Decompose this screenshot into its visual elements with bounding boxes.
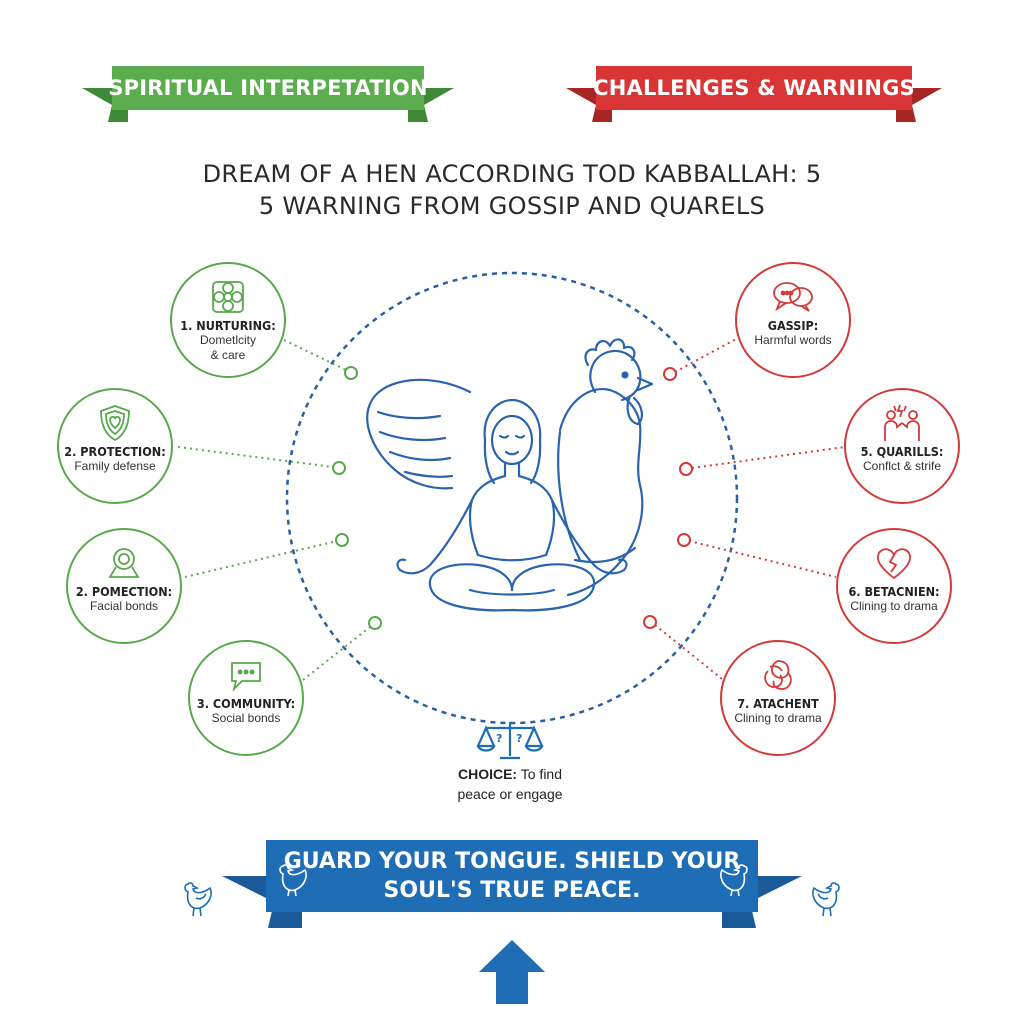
node-community: 3. COMMUNITY: Social bonds xyxy=(188,640,304,756)
balance-scale-icon: ? ? xyxy=(476,722,544,760)
arguing-people-icon xyxy=(880,404,924,442)
node-heading: 3. COMMUNITY: xyxy=(196,696,296,711)
node-dot-pomection xyxy=(335,533,349,547)
page-title-line1: DREAM OF A HEN ACCORDING TOD KABBALLAH: … xyxy=(202,160,822,188)
node-gassip: GASSIP: Harmful words xyxy=(735,262,851,378)
ribbon-label: SPIRITUAL INTERPETATION xyxy=(108,76,428,100)
connector-community xyxy=(302,626,371,681)
node-description: Dometlcity xyxy=(199,333,256,347)
location-pin-icon xyxy=(104,544,144,582)
node-dot-protection xyxy=(332,461,346,475)
node-dot-atachent xyxy=(643,615,657,629)
node-description: Family defense xyxy=(74,459,156,473)
node-heading: 6. BETACNIEN: xyxy=(848,584,940,599)
node-betacnien: 6. BETACNIEN: Clining to drama xyxy=(836,528,952,644)
connector-protection xyxy=(177,446,334,468)
node-description: Harmful words xyxy=(754,333,832,347)
ribbon-line1: GUARD YOUR TONGUE. SHIELD YOUR xyxy=(283,849,741,874)
ribbon-shape xyxy=(566,66,942,122)
choice-section: ? ? CHOICE: To find peace or engage xyxy=(430,718,590,804)
shield-heart-icon xyxy=(97,404,133,442)
node-heading: 2. POMECTION: xyxy=(75,584,173,599)
speech-bubble-icon xyxy=(226,656,266,694)
ribbon-shape xyxy=(222,840,802,928)
guard-tongue-ribbon: GUARD YOUR TONGUE. SHIELD YOUR SOUL'S TR… xyxy=(222,840,802,930)
node-dot-nurturing xyxy=(344,366,358,380)
connector-quarills xyxy=(691,446,846,469)
node-description: & care xyxy=(210,348,246,362)
svg-text:?: ? xyxy=(516,732,522,745)
node-nurturing: 1. NURTURING: Dometlcity & care xyxy=(170,262,286,378)
node-dot-quarills xyxy=(679,462,693,476)
node-description: Clining to drama xyxy=(850,599,938,613)
meditating-hen-illustration xyxy=(366,338,654,612)
chat-bubbles-icon xyxy=(771,278,815,316)
node-description: Facial bonds xyxy=(89,599,159,613)
node-protection: 2. PROTECTION: Family defense xyxy=(57,388,173,504)
node-heading: 5. QUARILLS: xyxy=(860,444,944,459)
ribbon-line2: SOUL'S TRUE PEACE. xyxy=(383,878,641,903)
node-heading: 7. ATACHENT xyxy=(737,696,819,711)
node-dot-gassip xyxy=(663,367,677,381)
node-heading: GASSIP: xyxy=(767,318,819,333)
choice-text: To find xyxy=(520,766,562,782)
knot-icon xyxy=(758,656,798,694)
up-arrow-icon xyxy=(479,940,545,1004)
node-pomection: 2. POMECTION: Facial bonds xyxy=(66,528,182,644)
choice-label: CHOICE: xyxy=(457,766,518,782)
page-title-line2: 5 WARNING FROM GOSSIP AND QUARELS xyxy=(258,192,766,220)
flower-icon xyxy=(210,278,246,316)
spiritual-interpretation-ribbon: SPIRITUAL INTERPETATION xyxy=(82,66,454,122)
node-dot-betacnien xyxy=(677,533,691,547)
node-atachent: 7. ATACHENT Clining to drama xyxy=(720,640,836,756)
challenges-warnings-ribbon: CHALLENGES & WARNINGS xyxy=(566,66,942,122)
connector-betacnien xyxy=(688,540,837,578)
node-heading: 2. PROTECTION: xyxy=(64,444,166,459)
center-dashed-circle xyxy=(285,271,739,725)
node-description: Clining to drama xyxy=(734,711,822,725)
svg-text:?: ? xyxy=(496,732,502,745)
choice-text-line2: peace or engage xyxy=(457,786,563,802)
connector-pomection xyxy=(184,540,338,578)
connector-atachent xyxy=(654,624,728,684)
connector-gassip xyxy=(674,337,739,373)
node-quarills: 5. QUARILLS: Conflct & strife xyxy=(844,388,960,504)
ribbon-shape xyxy=(82,66,454,122)
ribbon-label: CHALLENGES & WARNINGS xyxy=(593,76,915,100)
node-heading: 1. NURTURING: xyxy=(180,318,276,333)
node-description: Conflct & strife xyxy=(862,459,942,473)
broken-heart-icon xyxy=(874,544,914,582)
node-dot-community xyxy=(368,616,382,630)
node-description: Social bonds xyxy=(211,711,281,725)
